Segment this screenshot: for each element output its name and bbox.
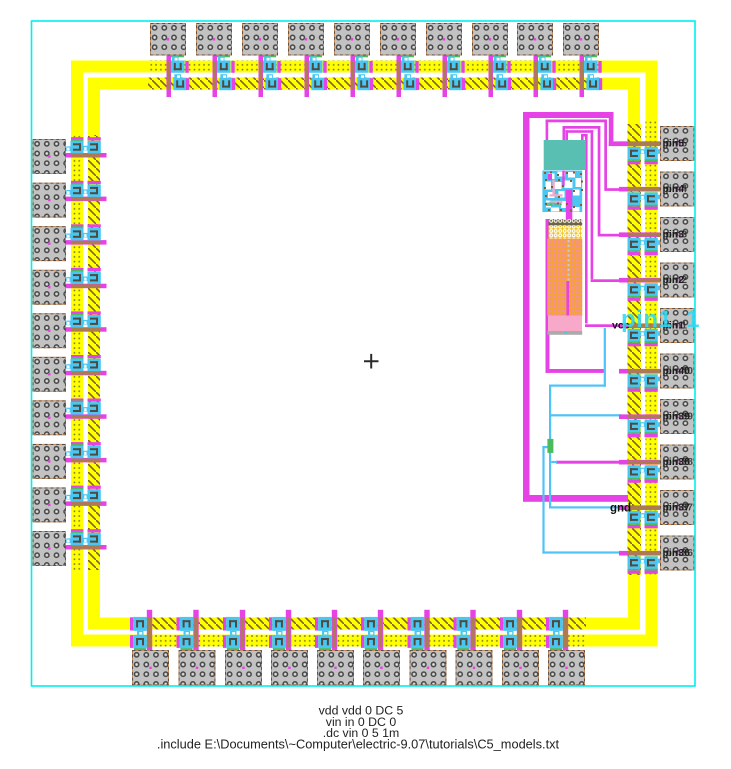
svg-text:pin4: pin4: [666, 183, 688, 195]
svg-text:pin1: pin1: [666, 320, 688, 332]
svg-text:.dc vin 0 5 1m: .dc vin 0 5 1m: [323, 726, 400, 740]
svg-text:pin40: pin40: [666, 365, 694, 377]
svg-text:pin36: pin36: [663, 547, 691, 559]
svg-text:pin37: pin37: [663, 502, 691, 514]
svg-text:pin1_1: pin1_1: [621, 306, 700, 333]
svg-text:.include E:\Documents\~Compute: .include E:\Documents\~Computer\electric…: [157, 737, 560, 752]
svg-text:pin37: pin37: [666, 502, 694, 514]
svg-text:pin39: pin39: [666, 411, 694, 423]
svg-text:vin in 0 DC 0: vin in 0 DC 0: [326, 715, 397, 729]
svg-text:pin2: pin2: [666, 274, 688, 286]
svg-text:pin39: pin39: [663, 411, 691, 423]
svg-text:pin1: pin1: [663, 320, 685, 332]
svg-text:pin40: pin40: [663, 365, 691, 377]
svg-text:pin5: pin5: [666, 138, 688, 150]
svg-text:pin38: pin38: [663, 456, 691, 468]
svg-text:vcc: vcc: [612, 320, 630, 332]
svg-text:pin2: pin2: [663, 274, 685, 286]
svg-text:pin38: pin38: [666, 456, 694, 468]
svg-text:vdd vdd 0 DC 5: vdd vdd 0 DC 5: [319, 704, 404, 718]
svg-text:pin36: pin36: [666, 547, 694, 559]
svg-text:gnd: gnd: [610, 503, 631, 515]
svg-text:pin3: pin3: [666, 229, 688, 241]
svg-text:pin3: pin3: [663, 229, 685, 241]
svg-text:pin5: pin5: [663, 138, 685, 150]
svg-text:pin4: pin4: [663, 183, 685, 195]
